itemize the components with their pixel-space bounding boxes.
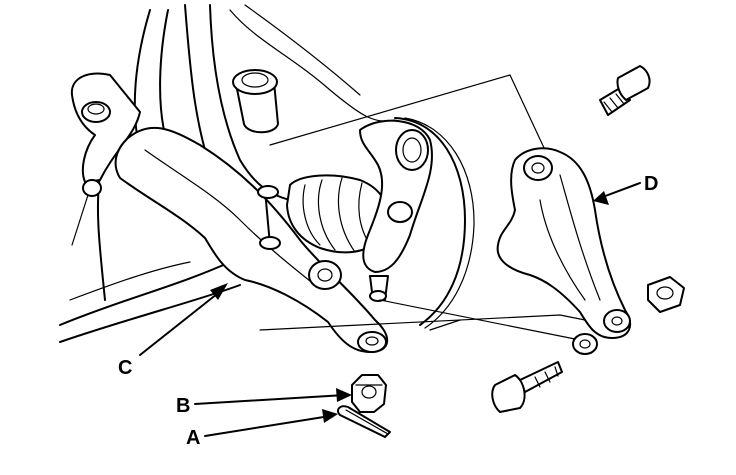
callout-arrows <box>139 182 641 437</box>
label-d: D <box>644 173 658 195</box>
upper-bushing <box>232 69 279 134</box>
lower-bolt <box>491 361 563 413</box>
compliance-arm-d <box>496 147 632 355</box>
label-a: A <box>186 427 200 449</box>
knuckle <box>359 119 433 302</box>
lower-arm-c <box>114 126 389 353</box>
upper-bracket <box>70 72 141 246</box>
label-c: C <box>118 357 132 379</box>
cotter-pin-a <box>337 405 391 438</box>
upper-bolt <box>599 65 651 116</box>
brake-disc <box>394 117 475 331</box>
right-nut <box>647 276 685 313</box>
vehicle-frame <box>59 4 396 343</box>
castle-nut-b <box>351 374 387 413</box>
stabilizer-link <box>257 185 281 250</box>
label-b: B <box>176 395 190 417</box>
